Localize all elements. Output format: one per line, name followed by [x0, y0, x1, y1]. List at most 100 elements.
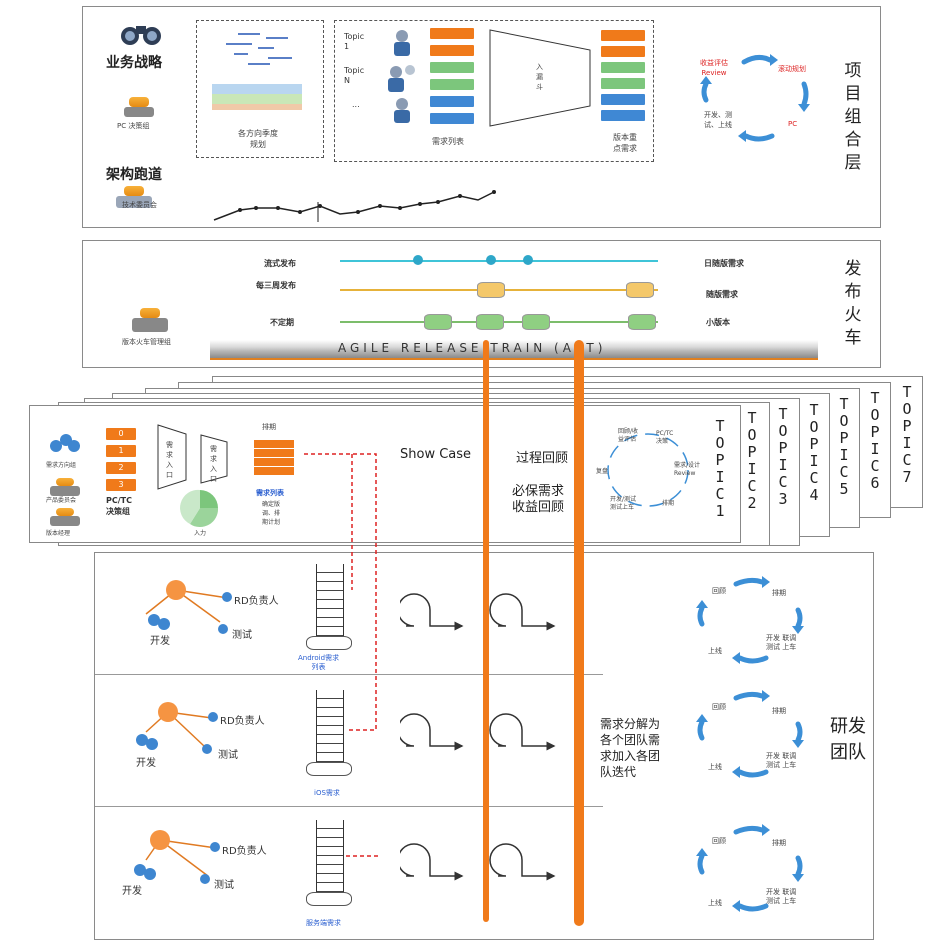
topic-card-1: [29, 405, 741, 543]
train-car: [476, 314, 504, 330]
topic-label-3: TOPIC3: [778, 405, 788, 508]
person-icon: [50, 440, 62, 452]
topic-cycle-c: 需求/设计 Review: [674, 462, 701, 477]
rd-cycle-2-online: 上线: [708, 763, 722, 771]
funnel-shape: [488, 28, 592, 128]
fire-icon: [56, 508, 74, 516]
rd-cycle-1-review: 回顾: [712, 587, 726, 595]
product-committee-icon: [50, 478, 80, 498]
train-stop-dot: [486, 255, 496, 265]
funnel-2-label: 需求入口: [210, 445, 217, 483]
committee-icon-base: [116, 196, 152, 208]
fire-icon: [124, 186, 144, 196]
topic-label-1: TOPIC1: [715, 417, 725, 520]
roadmap-box: [196, 20, 324, 158]
train-car: [477, 282, 505, 298]
train-row-1-right: 日随版需求: [704, 259, 744, 268]
layer-title-text: 项目组合层: [844, 61, 862, 173]
ladder-base-2: [306, 762, 352, 776]
sorted-list-block: [254, 440, 294, 476]
team-1-test: 测试: [232, 630, 252, 641]
number-box-0: 0: [106, 428, 136, 440]
pc-decision-icon: [124, 97, 154, 119]
cycle-pc-label: PC: [788, 120, 798, 128]
architecture-runway-label: 架构跑道: [106, 167, 162, 183]
train-layer-title: 发布火车: [842, 258, 864, 350]
topic-funnel-2: [200, 434, 228, 484]
rd-divider: [95, 806, 603, 807]
side-icon-2-label: 产品委员会: [46, 497, 77, 504]
rd-cycle-2-schedule: 排期: [772, 707, 786, 715]
dev-people-icon: [146, 738, 158, 750]
team-3-test: 测试: [214, 880, 234, 891]
ellipsis-label: ...: [352, 100, 360, 109]
number-box-3: 3: [106, 479, 136, 491]
orange-flow-line-1: [483, 340, 489, 922]
layer-title-text: 研发团队: [830, 716, 866, 763]
layer-title-text: 发布火车: [844, 259, 862, 348]
backlog-bar: [430, 96, 474, 107]
topic-n-label: Topic N: [344, 66, 365, 85]
iteration-loops: [400, 593, 556, 881]
people-group-icon: [382, 28, 422, 124]
train-car: [626, 282, 654, 298]
dev-people-icon: [134, 864, 146, 876]
cycle-roadmap-label: 滚动规划: [778, 65, 806, 73]
team-2-rd: RD负责人: [220, 716, 265, 727]
team-3-backlog: 服务端需求: [306, 919, 341, 927]
rd-cycle-diagrams: [696, 576, 804, 912]
portfolio-panel: [82, 6, 881, 228]
topic-cycle-diagram: [598, 424, 698, 516]
train-car: [522, 314, 550, 330]
committee-icon-base: [50, 486, 80, 496]
priority-bar: [601, 110, 645, 121]
mgmt-icon-base: [132, 318, 168, 332]
train-mgmt-icon: [132, 308, 168, 338]
priority-bar: [601, 30, 645, 41]
ladder-base-3: [306, 892, 352, 906]
binoculars-icon: [119, 22, 163, 46]
rd-cycle-3-review: 回顾: [712, 837, 726, 845]
sort-label: 排期: [262, 423, 276, 431]
priority-bar: [601, 62, 645, 73]
rd-cycle-1-schedule: 排期: [772, 589, 786, 597]
team-3-rd: RD负责人: [222, 846, 267, 857]
priority-bar: [601, 94, 645, 105]
version-manager-icon: [50, 508, 80, 528]
cycle-review-label: 收益评估 Review: [700, 59, 728, 77]
rd-layer-title: 研发团队: [830, 714, 876, 766]
funnel-1-label: 需求入口: [166, 441, 173, 479]
train-stop-dot: [413, 255, 423, 265]
rd-cycle-3-online: 上线: [708, 899, 722, 907]
dev-people-icon: [136, 734, 148, 746]
train-row-2-right: 随版需求: [706, 290, 738, 299]
number-box-2: 2: [106, 462, 136, 474]
topic-label-4: TOPIC4: [809, 401, 819, 504]
train-mgmt-label: 版本火车管理组: [122, 338, 171, 346]
team-2-dev: 开发: [136, 758, 156, 769]
portfolio-layer-title: 项目组合层: [842, 60, 864, 175]
art-banner-text: AGILE RELEASE TRAIN (ART): [338, 341, 607, 355]
team-1-backlog: Android需求 列表: [298, 654, 340, 671]
rd-cycle-1-online: 上线: [708, 647, 722, 655]
roadmap-caption: 各方向季度规划: [238, 129, 278, 149]
dev-people-icon: [148, 614, 160, 626]
must-review-label: 必保需求 收益回顾: [512, 484, 565, 515]
train-row-1-left: 流式发布: [264, 259, 296, 268]
side-icon-3-label: 版本经理: [46, 530, 71, 537]
side-icon-1-label: 需求方向组: [46, 462, 77, 469]
topic-cycle-e: 开发/测试 测试上车: [610, 496, 637, 511]
team-2-test: 测试: [218, 750, 238, 761]
backlog-bar: [430, 28, 474, 39]
cycle-dev-label: 开发、测 试、上线: [704, 111, 732, 129]
backlog-bar: [430, 45, 474, 56]
pc-icon-base: [124, 107, 154, 117]
backlog-ladder-2: [316, 690, 344, 768]
rd-lead-icon: [222, 592, 232, 602]
topic-funnel-1: [157, 424, 187, 490]
priority-bar: [601, 46, 645, 57]
pie-chart-icon: [180, 488, 220, 528]
red-dashed-connector: [304, 453, 380, 857]
topic-cycle-b: PC/TC 决策: [656, 430, 674, 445]
arch-committee-icon: [116, 186, 152, 216]
